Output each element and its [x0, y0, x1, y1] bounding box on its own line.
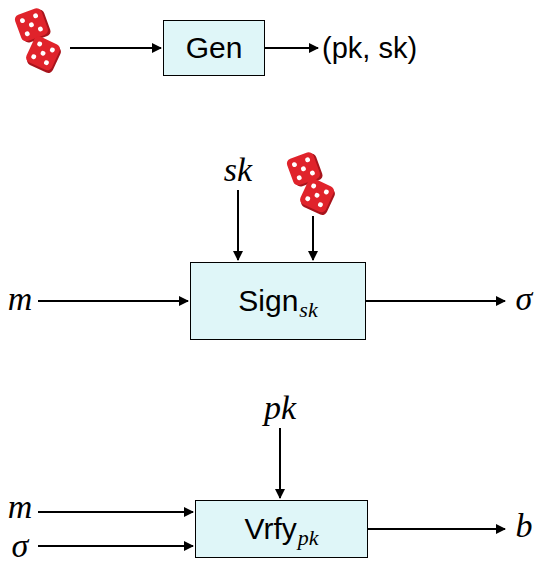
- key-subscript: pk: [298, 527, 319, 549]
- dice-icon: [285, 150, 337, 216]
- variable-label: m: [8, 490, 33, 524]
- box-label: Vrfy: [245, 514, 297, 544]
- process-box: Signsk: [190, 262, 366, 340]
- box-label: Gen: [186, 33, 243, 63]
- box-label: Sign: [238, 286, 298, 316]
- variable-label: σ: [516, 282, 533, 316]
- arrow-lines: [38, 48, 505, 546]
- key-subscript: sk: [299, 299, 317, 321]
- variable-label: sk: [224, 153, 252, 187]
- variable-label: σ: [12, 529, 29, 563]
- process-box: Vrfypk: [195, 500, 368, 558]
- process-box: Gen: [163, 20, 265, 76]
- dice-icon: [13, 6, 63, 74]
- variable-label: b: [516, 509, 533, 543]
- variable-label: m: [8, 282, 33, 316]
- variable-label: pk: [264, 391, 296, 425]
- output-label: (pk, sk): [322, 34, 417, 63]
